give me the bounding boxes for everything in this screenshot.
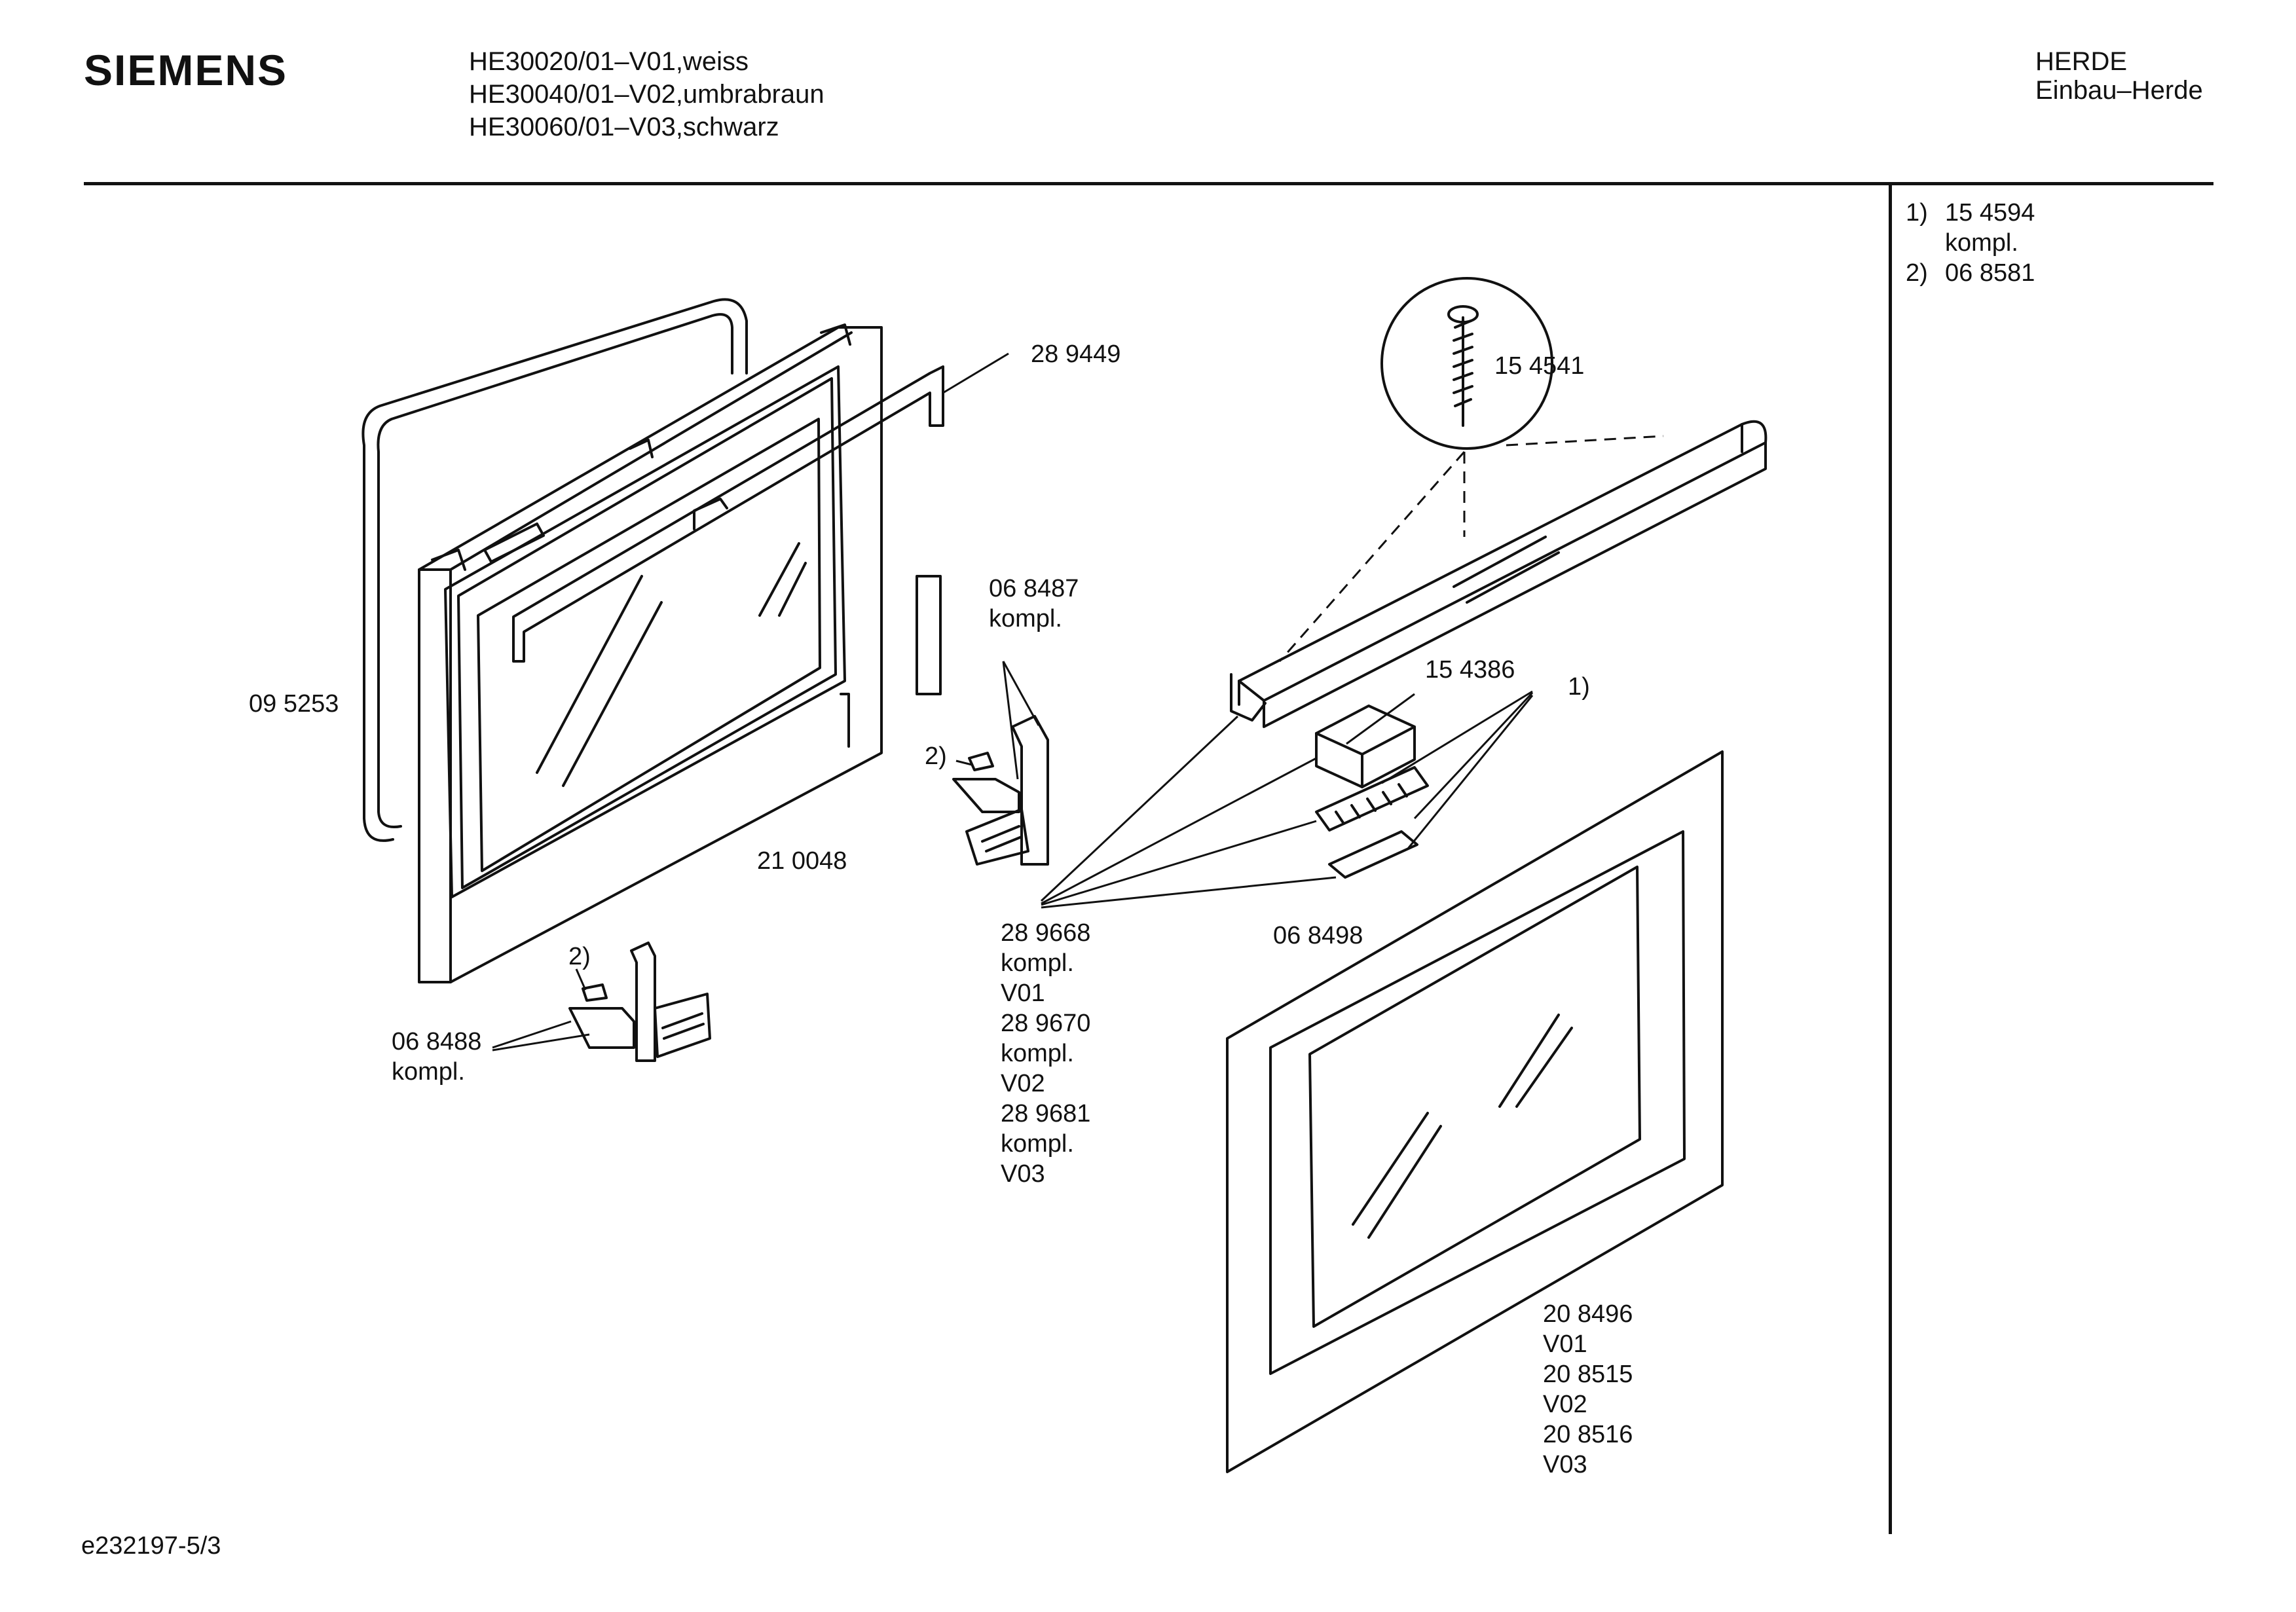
model-line-3: HE30060/01–V03,schwarz: [469, 113, 779, 141]
label-068487-kompl: kompl.: [989, 605, 1062, 632]
label-289681-v03: V03: [1001, 1160, 1045, 1188]
header-rule: [84, 182, 2213, 185]
leader-note1: [1381, 690, 1534, 849]
note-2-marker: 2): [1906, 259, 1928, 287]
note-1-part: 15 4594: [1945, 199, 2035, 227]
label-154541: 15 4541: [1494, 352, 1585, 380]
label-289670-kompl: kompl.: [1001, 1040, 1074, 1067]
inner-door-frame: [418, 323, 883, 983]
handle-clip: [1315, 766, 1429, 832]
label-068498: 06 8498: [1273, 922, 1363, 949]
category-title: HERDE: [2035, 47, 2128, 76]
model-line-2: HE30040/01–V02,umbrabraun: [469, 80, 824, 109]
label-289668: 28 9668: [1001, 919, 1091, 947]
label-208515: 20 8515: [1543, 1361, 1633, 1388]
leader-note2-lower: [575, 968, 587, 991]
label-289668-kompl: kompl.: [1001, 949, 1074, 977]
note-1-kompl: kompl.: [1945, 229, 2018, 257]
hinge-lower-068488: [568, 942, 711, 1062]
support-bar-289449: [512, 365, 944, 663]
screw-callout-lines: [1278, 435, 1664, 662]
label-289681-kompl: kompl.: [1001, 1130, 1074, 1158]
subcategory-title: Einbau–Herde: [2035, 76, 2203, 105]
label-note2-lower: 2): [568, 943, 591, 970]
brand-logo: SIEMENS: [84, 46, 288, 94]
leader-note2-upper: [955, 760, 972, 766]
outer-glass-door: [1226, 750, 1724, 1473]
label-068488: 06 8488: [392, 1028, 482, 1055]
handle-insert-068498: [1328, 830, 1418, 879]
label-208516: 20 8516: [1543, 1421, 1633, 1448]
note-2-part: 06 8581: [1945, 259, 2035, 287]
leader-289449: [942, 352, 1009, 394]
label-210048: 21 0048: [757, 847, 847, 875]
notes-column-rule: [1889, 185, 1892, 1534]
label-289668-v01: V01: [1001, 980, 1045, 1007]
model-line-1: HE30020/01–V01,weiss: [469, 47, 749, 76]
label-289670-v02: V02: [1001, 1070, 1045, 1097]
leader-154386: [1346, 693, 1415, 745]
label-208496: 20 8496: [1543, 1300, 1633, 1328]
drawing-id: e232197-5/3: [81, 1532, 221, 1560]
label-note2-hinge: 2): [925, 742, 947, 770]
leader-289668: [1040, 715, 1337, 909]
note-1-marker: 1): [1906, 199, 1928, 227]
door-seal-gasket: [361, 298, 748, 842]
label-note1-marker: 1): [1568, 673, 1590, 701]
label-289670: 28 9670: [1001, 1010, 1091, 1037]
screw-magnifier-154541: [1380, 277, 1553, 450]
leader-068488: [492, 1020, 590, 1052]
leader-068487: [1002, 661, 1040, 780]
label-208496-v01: V01: [1543, 1330, 1587, 1358]
label-208516-v03: V03: [1543, 1451, 1587, 1478]
sealing-strip: [916, 575, 942, 695]
hinge-upper-068487: [952, 715, 1049, 866]
label-289449: 28 9449: [1031, 340, 1121, 368]
label-095253: 09 5253: [249, 690, 339, 718]
label-154386: 15 4386: [1425, 656, 1515, 684]
label-068487: 06 8487: [989, 575, 1079, 602]
label-208515-v02: V02: [1543, 1391, 1587, 1418]
handle-cap-154386: [1315, 705, 1416, 788]
handle-bar: [1230, 420, 1768, 728]
label-068488-kompl: kompl.: [392, 1058, 465, 1086]
label-289681: 28 9681: [1001, 1100, 1091, 1127]
